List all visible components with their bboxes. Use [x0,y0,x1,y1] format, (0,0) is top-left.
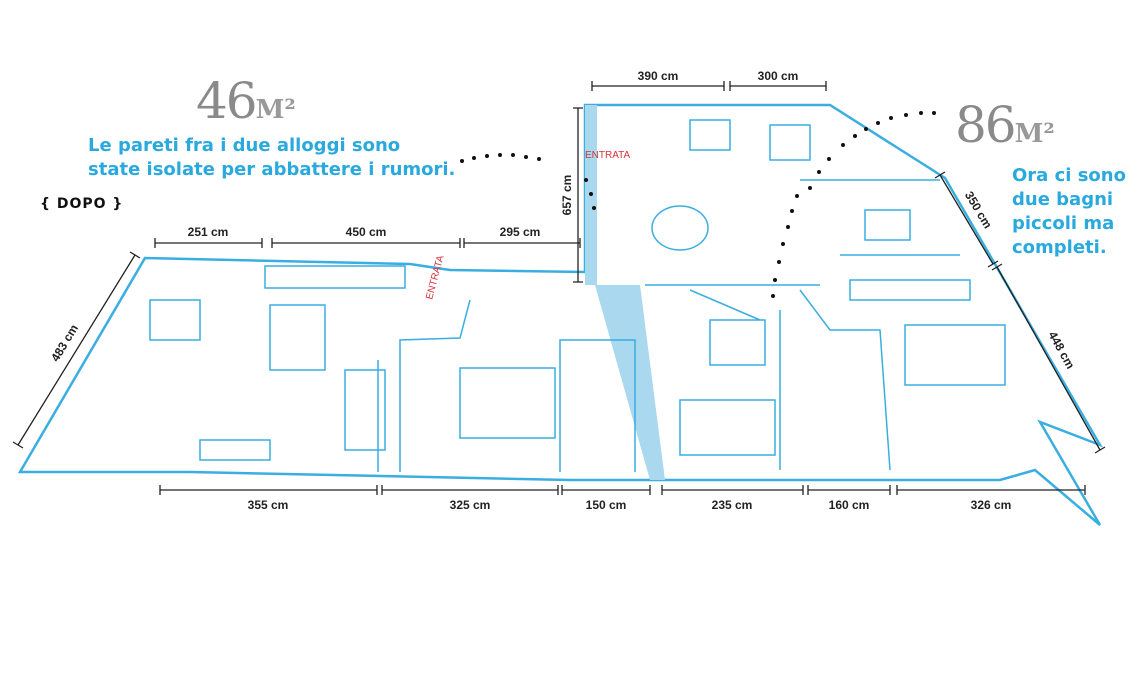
dimension-lines [12,81,1106,495]
left-area-label: 46M² [196,72,296,130]
dim-left-483: 483 cm [48,322,81,364]
walls [17,103,1103,526]
dim-bottom-150: 150 cm [586,498,627,512]
entrance-label-right: ENTRATA [585,150,631,161]
dim-top-251: 251 cm [188,225,229,239]
dim-top-450: 450 cm [346,225,387,239]
right-caption-line: completi. [1012,237,1107,258]
left-caption-line: Le pareti fra i due alloggi sono [88,135,401,156]
dim-vertical-657: 657 cm [560,175,574,216]
right-area-unit: M² [1014,119,1055,149]
leader-dots [460,111,936,298]
dim-right-350: 350 cm [962,189,995,231]
dim-bottom-160: 160 cm [829,498,870,512]
party-wall [595,285,665,480]
dim-bottom-235: 235 cm [712,498,753,512]
dim-top-295: 295 cm [500,225,541,239]
dopo-tag: { DOPO } [40,196,124,212]
right-caption-line: Ora ci sono [1012,165,1126,186]
entrance-label-left: ENTRATA [424,254,446,301]
dim-top-300: 300 cm [758,69,799,83]
left-area-number: 46 [196,72,258,130]
dim-right-448: 448 cm [1046,329,1078,371]
left-area-unit: M² [255,95,296,125]
dim-top-390: 390 cm [638,69,679,83]
left-caption-line: state isolate per abbattere i rumori. [88,159,456,180]
right-area-number: 86 [955,96,1017,154]
right-caption-line: piccoli ma [1012,213,1115,234]
right-caption: Ora ci sono due bagni piccoli ma complet… [1012,164,1126,260]
right-caption-line: due bagni [1012,189,1114,210]
dim-bottom-325: 325 cm [450,498,491,512]
dim-bottom-326: 326 cm [971,498,1012,512]
right-area-label: 86M² [955,96,1055,154]
left-caption: Le pareti fra i due alloggi sono state i… [88,134,455,182]
dim-bottom-355: 355 cm [248,498,289,512]
